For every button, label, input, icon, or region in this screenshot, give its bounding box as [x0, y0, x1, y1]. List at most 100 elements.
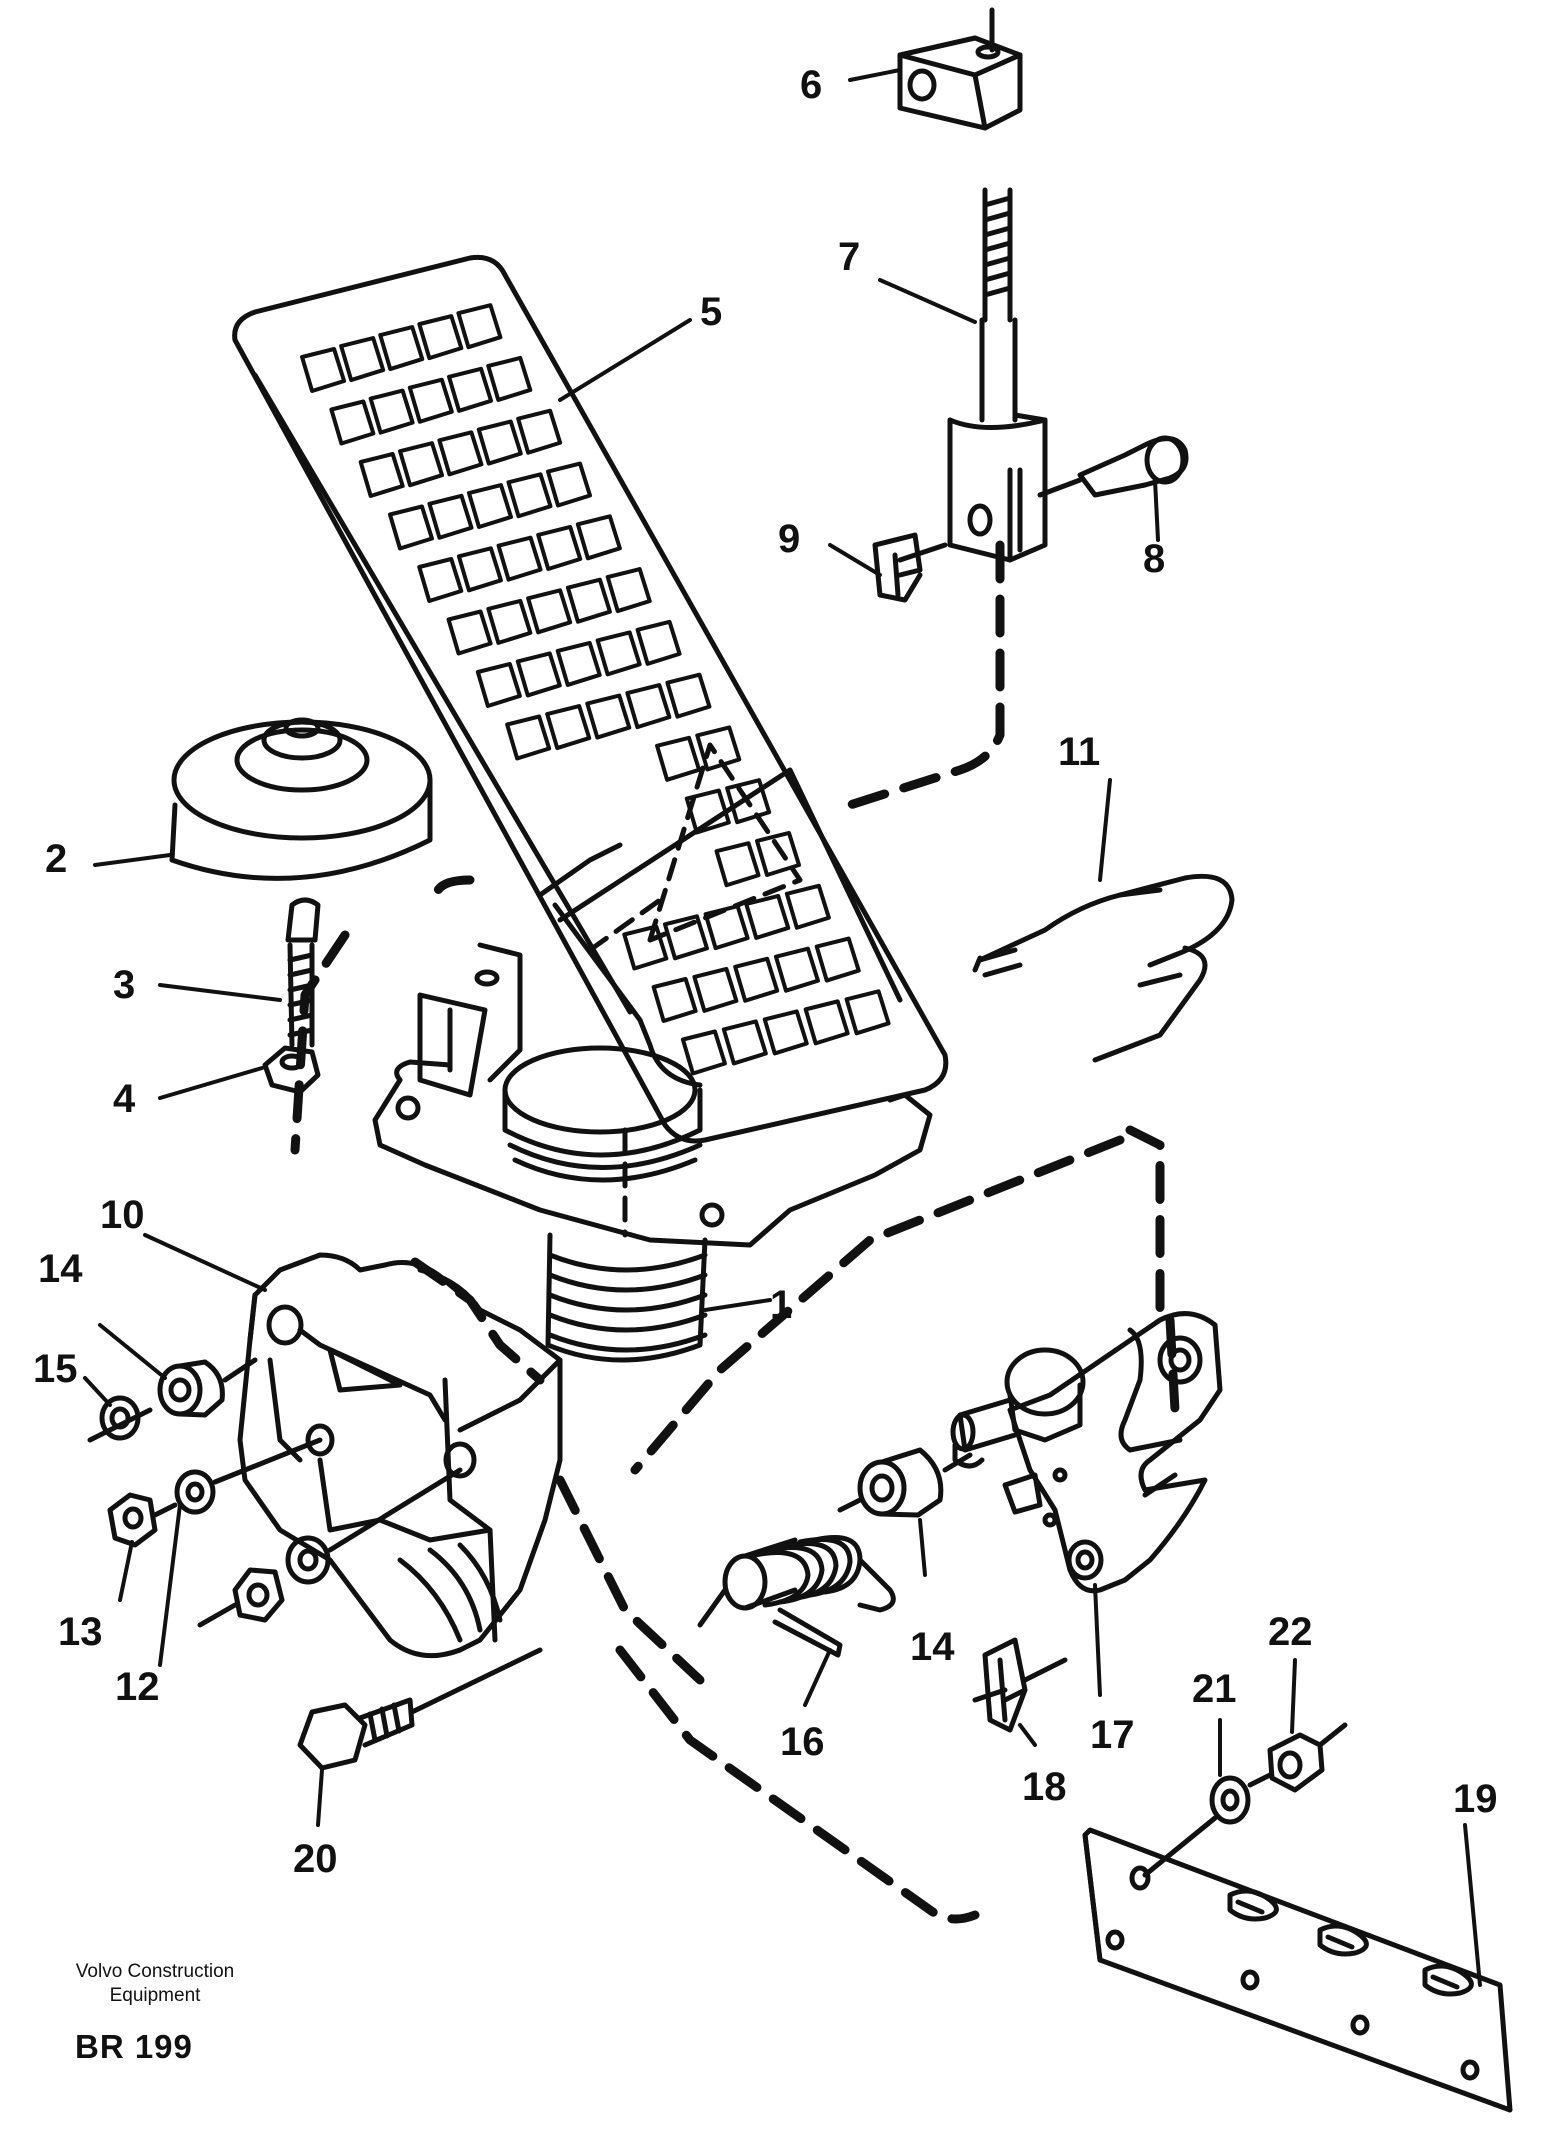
- callout-15: 15: [33, 1347, 78, 1391]
- tread-diamond: [447, 366, 494, 413]
- callout-1: 1: [770, 1283, 792, 1327]
- callout-labels: 6 7 5 9 8 11 2 3 4 10 14 15 1 13 12 14 1…: [33, 63, 1498, 1881]
- bolt-20: [297, 1647, 543, 1771]
- tread-diamond: [476, 419, 523, 466]
- lever-pivot-shaft: [950, 1347, 1086, 1515]
- publisher-name-line1: Volvo Construction: [75, 1961, 235, 1982]
- nut-13: [107, 1492, 178, 1548]
- tread-diamond: [733, 956, 780, 1003]
- callout-14-left: 14: [38, 1247, 83, 1291]
- tread-diamond: [625, 683, 672, 730]
- tread-diamond: [635, 619, 682, 666]
- lever-plate-17: [1007, 1311, 1223, 1594]
- tread-diamond: [536, 524, 583, 571]
- tread-diamond: [339, 336, 386, 383]
- callout-8: 8: [1143, 537, 1165, 581]
- tread-diamond: [622, 924, 669, 971]
- mounting-plate-19: [1082, 1827, 1513, 2113]
- tread-diamond: [665, 672, 712, 719]
- tread-diamond: [680, 1029, 727, 1076]
- callout-4: 4: [113, 1077, 136, 1121]
- callout-10: 10: [100, 1193, 145, 1237]
- callout-14-right: 14: [910, 1625, 955, 1669]
- callout-12: 12: [115, 1665, 160, 1709]
- publisher-name-line2: Equipment: [109, 1985, 201, 2006]
- tread-diamond: [605, 567, 652, 614]
- tread-diamond: [803, 999, 850, 1046]
- bolt-3: [285, 897, 321, 1048]
- spacer-14-right: [837, 1447, 973, 1518]
- tread-diamond: [545, 704, 592, 751]
- tread-diamond: [721, 1019, 768, 1066]
- tread-diamond: [446, 609, 493, 656]
- pedal-body-1: [372, 942, 933, 1363]
- nut-4: [262, 1045, 321, 1095]
- callout-13: 13: [58, 1610, 103, 1654]
- tread-diamond: [407, 377, 454, 424]
- clevis-pin-8: [1037, 435, 1189, 498]
- callout-11: 11: [1058, 730, 1100, 774]
- tread-diamond: [358, 452, 405, 498]
- return-spring-16: [697, 1535, 896, 1658]
- tread-diamond: [565, 577, 612, 624]
- tread-diamond: [784, 883, 831, 930]
- callout-22: 22: [1268, 1610, 1313, 1654]
- threaded-rod-7: [947, 187, 1048, 563]
- washer-21: [1142, 1775, 1251, 1878]
- callout-16: 16: [780, 1720, 825, 1764]
- tread-diamond: [398, 441, 445, 488]
- connector-block-6: [897, 7, 1023, 131]
- tread-diamond: [762, 1009, 809, 1056]
- tread-diamond: [692, 966, 739, 1013]
- tread-diamond: [456, 546, 503, 593]
- tread-diamond: [417, 314, 464, 361]
- tread-diamond: [595, 630, 642, 677]
- callout-5: 5: [700, 290, 722, 334]
- washer-12: [174, 1437, 323, 1515]
- washer-15: [87, 1395, 153, 1443]
- tread-diamond: [486, 598, 533, 645]
- leader-lines: [83, 68, 1482, 1987]
- tread-diamond: [506, 472, 553, 519]
- tread-diamond: [466, 483, 513, 530]
- tread-diamond: [427, 493, 474, 540]
- tread-diamond: [703, 904, 750, 951]
- drawing-code: BR 199: [75, 2028, 193, 2065]
- callout-21: 21: [1192, 1667, 1237, 1711]
- callout-2: 2: [45, 837, 67, 881]
- nut-and-washer-center: [197, 1467, 463, 1628]
- cable-loop-11: [972, 873, 1235, 1063]
- tread-diamond: [684, 788, 731, 835]
- tread-diamond: [329, 399, 376, 446]
- tread-diamond: [417, 557, 464, 603]
- publisher-footer: Volvo Construction Equipment BR 199: [35, 1960, 275, 2066]
- tread-diamond: [515, 651, 562, 698]
- tread-diamond: [545, 461, 592, 508]
- tread-diamond: [475, 662, 522, 708]
- spring-clip-18: [972, 1637, 1068, 1733]
- callout-6: 6: [800, 63, 822, 107]
- spring-clip-9: [872, 532, 948, 603]
- tread-diamond: [744, 893, 791, 940]
- callout-9: 9: [778, 517, 800, 561]
- tread-diamond: [755, 830, 802, 877]
- tread-diamond: [555, 640, 602, 687]
- tread-diamond: [456, 303, 503, 350]
- callout-17: 17: [1090, 1713, 1135, 1757]
- callout-19: 19: [1453, 1777, 1498, 1821]
- callout-7: 7: [838, 235, 860, 279]
- callout-20: 20: [293, 1837, 338, 1881]
- tread-diamond: [814, 936, 861, 983]
- tread-diamond: [526, 588, 573, 635]
- callout-3: 3: [113, 963, 135, 1007]
- nut-22: [1247, 1722, 1348, 1793]
- tread-diamond: [486, 355, 533, 402]
- tread-diamond: [585, 693, 632, 740]
- tread-diamond: [651, 977, 698, 1023]
- pedal-tread-pattern: [300, 303, 891, 1076]
- tread-diamond: [437, 430, 484, 477]
- pedal-plate-5: [232, 254, 949, 1144]
- tread-diamond: [300, 347, 347, 393]
- tread-diamond: [496, 535, 543, 582]
